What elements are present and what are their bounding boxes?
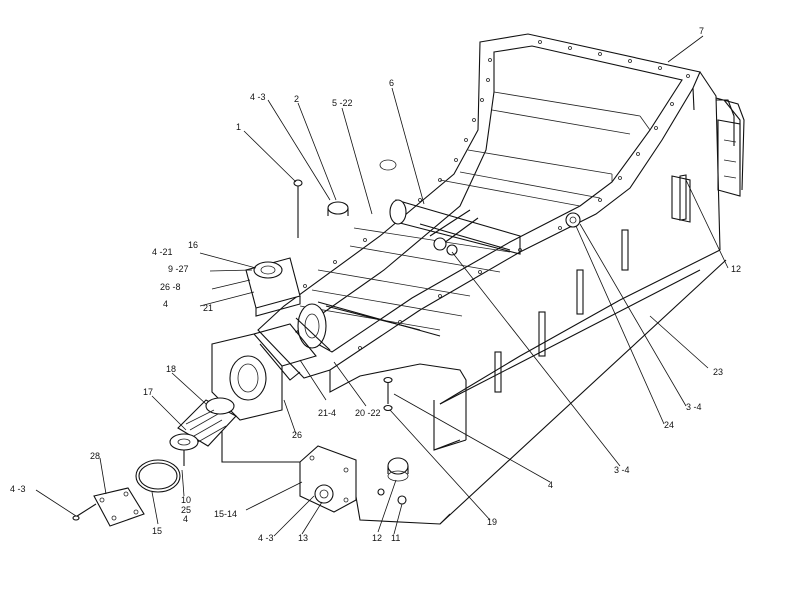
main-frame xyxy=(221,33,745,525)
callout-label: 15-14 xyxy=(214,509,237,519)
callout-label: 25 xyxy=(181,505,191,515)
callout-label: 4 xyxy=(183,514,188,524)
callout-label: 26 -8 xyxy=(160,282,181,292)
callout-label: 18 xyxy=(166,364,176,374)
callout-label: 26 xyxy=(292,430,302,440)
callout-label: 10 xyxy=(181,495,191,505)
callout-label: 7 xyxy=(699,26,704,36)
left-housing xyxy=(211,323,317,421)
leader-lines xyxy=(35,35,729,537)
callout-label: 19 xyxy=(487,517,497,527)
lower-pump-cover xyxy=(299,445,357,513)
callout-label: 21 xyxy=(203,303,213,313)
left-cover-assembly xyxy=(245,257,301,317)
bolt-1 xyxy=(293,179,303,238)
callout-label: 4 -3 xyxy=(10,484,26,494)
callout-label: 13 xyxy=(298,533,308,543)
callout-label: 4 xyxy=(548,480,553,490)
flange-plug xyxy=(565,212,581,228)
callout-label: 12 xyxy=(372,533,382,543)
callout-label: 6 xyxy=(389,78,394,88)
o-ring xyxy=(135,459,181,493)
callout-label: 4 xyxy=(163,299,168,309)
callout-label: 28 xyxy=(90,451,100,461)
callout-label: 2 xyxy=(294,94,299,104)
callout-label: 9 -27 xyxy=(168,264,189,274)
callout-label: 1 xyxy=(236,122,241,132)
callout-label: 17 xyxy=(143,387,153,397)
callout-label: 4 -21 xyxy=(152,247,173,257)
callout-labels: 7 4 -3 2 5 -22 6 1 16 4 -21 9 -27 26 -8 … xyxy=(10,26,741,543)
bolt-19 xyxy=(383,376,393,412)
callout-label: 11 xyxy=(391,533,400,543)
inner-cylinders xyxy=(295,199,521,351)
plugs xyxy=(377,457,409,505)
cover-plate xyxy=(72,487,145,527)
callout-label: 24 xyxy=(664,420,674,430)
callout-label: 23 xyxy=(713,367,723,377)
callout-label: 3 -4 xyxy=(614,465,630,475)
top-cap xyxy=(327,159,397,216)
callout-label: 4 -3 xyxy=(258,533,274,543)
callout-label: 12 xyxy=(731,264,741,274)
callout-label: 20 -22 xyxy=(355,408,381,418)
right-bracket xyxy=(671,119,741,223)
filter-cartridge xyxy=(169,397,237,466)
callout-label: 16 xyxy=(188,240,198,250)
callout-label: 21-4 xyxy=(318,408,336,418)
callout-label: 15 xyxy=(152,526,162,536)
side-slots xyxy=(494,174,687,393)
callout-label: 3 -4 xyxy=(686,402,702,412)
callout-label: 5 -22 xyxy=(332,98,353,108)
callout-label: 4 -3 xyxy=(250,92,266,102)
